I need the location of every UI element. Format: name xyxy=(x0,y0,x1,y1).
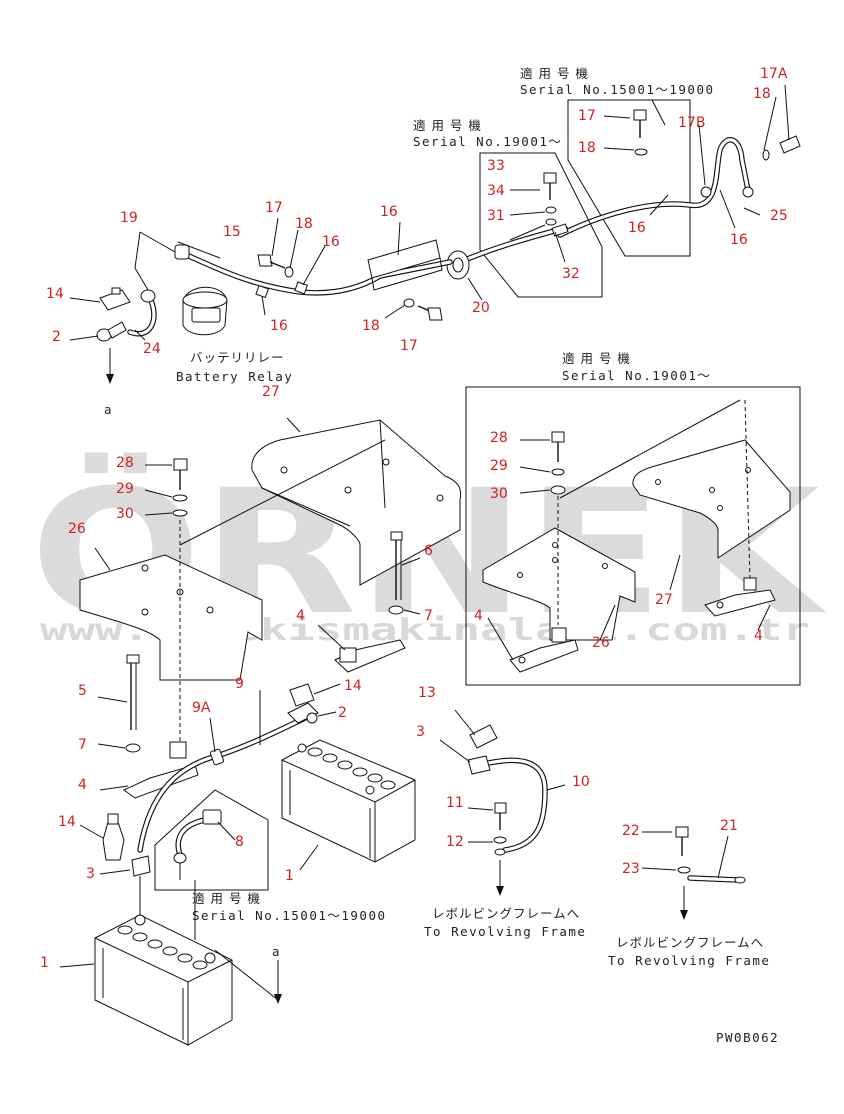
serial-note-jp: 適 用 号 機 xyxy=(192,891,261,906)
battery-1 xyxy=(281,739,416,863)
top-mid-assembly: 適 用 号 機 Serial No.19001〜 33 34 31 32 20 xyxy=(413,118,603,316)
serial-box-outline xyxy=(567,99,691,257)
part-22: 22 xyxy=(622,823,640,839)
ground-cable-assembly: 22 21 23 レボルビングフレームへ To Revolving Frame xyxy=(608,818,770,968)
serial-note-text: Serial No.19001〜 xyxy=(562,368,711,383)
part-32: 32 xyxy=(562,266,580,282)
part-5: 5 xyxy=(78,683,87,699)
part-30: 30 xyxy=(116,506,134,522)
part-3: 3 xyxy=(416,724,425,740)
serial-inset-frame xyxy=(154,789,269,891)
part-10: 10 xyxy=(572,774,590,790)
part-18: 18 xyxy=(295,216,313,232)
part-16: 16 xyxy=(270,318,288,334)
part-14: 14 xyxy=(58,814,76,830)
battery-relay-en-label: Battery Relay xyxy=(176,369,293,384)
part-12: 12 xyxy=(446,834,464,850)
part-4: 4 xyxy=(474,608,483,624)
revolving-frame-jp-label: レボルビングフレームへ xyxy=(432,906,580,921)
part-17: 17 xyxy=(265,200,283,216)
part-31: 31 xyxy=(487,208,505,224)
battery-relay-harness: 19 15 17 18 16 16 16 14 2 24 18 17 バッテリリ… xyxy=(46,200,453,417)
part-16: 16 xyxy=(730,232,748,248)
revolving-frame-en-label: To Revolving Frame xyxy=(424,924,586,939)
part-28: 28 xyxy=(116,455,134,471)
part-30: 30 xyxy=(490,486,508,502)
part-23: 23 xyxy=(622,861,640,877)
inset-frame xyxy=(465,386,801,686)
part-19: 19 xyxy=(120,210,138,226)
inset-19001: 適 用 号 機 Serial No.19001〜 xyxy=(465,351,801,686)
part-9: 9 xyxy=(235,676,244,692)
part-15: 15 xyxy=(223,224,241,240)
battery-relay-jp-label: バッテリリレー xyxy=(190,350,285,365)
part-7: 7 xyxy=(78,737,87,753)
part-1: 1 xyxy=(40,955,49,971)
cover-27 xyxy=(251,419,462,586)
serial-note-text: Serial No.15001〜19000 xyxy=(520,82,715,97)
part-27: 27 xyxy=(655,592,673,608)
part-7: 7 xyxy=(424,608,433,624)
part-26: 26 xyxy=(68,521,86,537)
part-4: 4 xyxy=(78,777,87,793)
part-28: 28 xyxy=(490,430,508,446)
serial-note-jp: 適 用 号 機 xyxy=(562,351,631,366)
part-25: 25 xyxy=(770,208,788,224)
serial-note-text: Serial No.19001〜 xyxy=(413,134,562,149)
part-11: 11 xyxy=(446,795,464,811)
bottom-left-assembly: 8 適 用 号 機 Serial No.15001〜19000 a 14 3 1 xyxy=(40,789,387,1046)
arrow-ref-a: a xyxy=(272,944,281,959)
diagram-id: PW0B062 xyxy=(716,1030,779,1045)
part-29: 29 xyxy=(490,458,508,474)
arrow-ref-a: a xyxy=(104,402,113,417)
part-26: 26 xyxy=(592,635,610,651)
part-16: 16 xyxy=(380,204,398,220)
part-24: 24 xyxy=(143,341,161,357)
part-8: 8 xyxy=(235,834,244,850)
part-16: 16 xyxy=(322,234,340,250)
revolving-frame-en-label: To Revolving Frame xyxy=(608,953,770,968)
cover-26 xyxy=(79,554,263,681)
top-right-assembly: 適 用 号 機 Serial No.15001〜19000 17A 18 17 … xyxy=(520,66,801,257)
part-2: 2 xyxy=(52,329,61,345)
part-6: 6 xyxy=(424,543,433,559)
part-29: 29 xyxy=(116,481,134,497)
part-18: 18 xyxy=(578,140,596,156)
part-20: 20 xyxy=(472,300,490,316)
revolving-frame-jp-label: レボルビングフレームへ xyxy=(616,935,764,950)
part-4: 4 xyxy=(754,628,763,644)
bolt-17-head xyxy=(633,109,647,121)
part-14: 14 xyxy=(344,678,362,694)
serial-note-jp: 適 用 号 機 xyxy=(413,118,482,133)
part-3: 3 xyxy=(86,866,95,882)
part-9A: 9A xyxy=(192,700,211,716)
part-34: 34 xyxy=(487,183,505,199)
battery-1 xyxy=(94,914,233,1046)
part-18: 18 xyxy=(753,86,771,102)
part-17: 17 xyxy=(400,338,418,354)
part-13: 13 xyxy=(418,685,436,701)
part-18: 18 xyxy=(362,318,380,334)
serial-note-text: Serial No.15001〜19000 xyxy=(192,908,387,923)
part-17A: 17A xyxy=(760,66,788,82)
serial-note-jp: 適 用 号 機 xyxy=(520,66,589,81)
part-2: 2 xyxy=(338,705,347,721)
part-14: 14 xyxy=(46,286,64,302)
battery-covers: 27 28 29 30 26 6 7 4 xyxy=(68,384,462,745)
battery-assembly: レボルビングフレームへ To Revolving Frame 5 9 9A 14… xyxy=(78,654,590,939)
part-33: 33 xyxy=(487,158,505,174)
serial-box-outline xyxy=(479,152,603,298)
part-21: 21 xyxy=(720,818,738,834)
part-27: 27 xyxy=(262,384,280,400)
part-4: 4 xyxy=(296,608,305,624)
part-17B: 17B xyxy=(678,115,705,131)
part-1: 1 xyxy=(285,868,294,884)
part-17: 17 xyxy=(578,108,596,124)
part-16: 16 xyxy=(628,220,646,236)
